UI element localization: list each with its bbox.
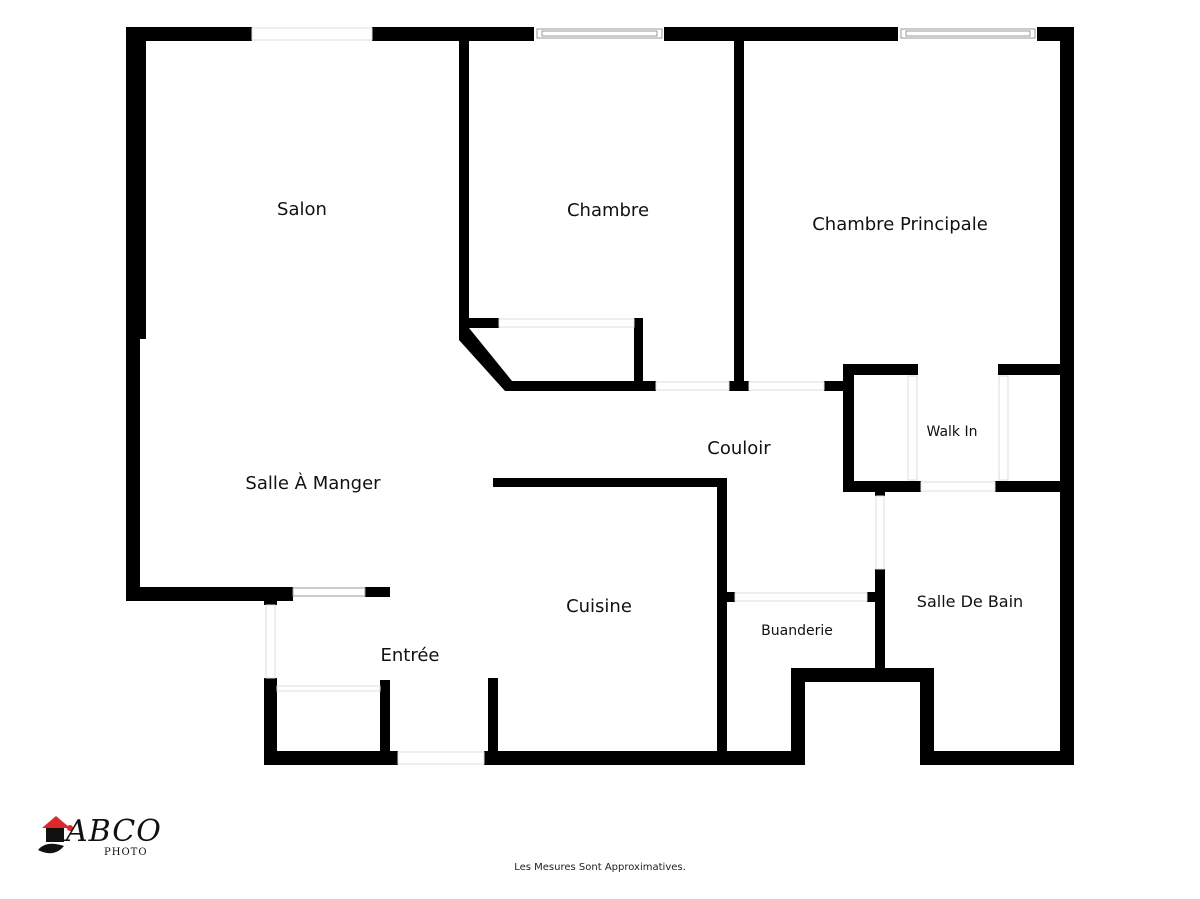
- room-labels: Salon Chambre Chambre Principale Walk In…: [245, 199, 1023, 666]
- walls: [126, 27, 1074, 765]
- windows: [292, 28, 1036, 597]
- label-cuisine: Cuisine: [566, 596, 632, 617]
- logo-name: ABCO: [66, 814, 162, 849]
- label-chambre: Chambre: [567, 200, 649, 221]
- label-couloir: Couloir: [707, 438, 771, 459]
- label-walk-in: Walk In: [927, 424, 978, 440]
- label-buanderie: Buanderie: [761, 623, 833, 639]
- angled-wall: [459, 328, 512, 391]
- logo-sub: PHOTO: [104, 847, 148, 858]
- label-salle-de-bain: Salle De Bain: [917, 592, 1023, 611]
- label-entree: Entrée: [381, 645, 440, 666]
- openings: [251, 27, 1009, 765]
- label-chambre-principale: Chambre Principale: [812, 214, 988, 235]
- abco-logo: ABCO PHOTO: [36, 810, 176, 865]
- measurement-disclaimer: Les Mesures Sont Approximatives.: [514, 862, 686, 873]
- label-salon: Salon: [277, 199, 327, 220]
- house-hat-icon: [38, 816, 73, 854]
- label-salle-a-manger: Salle À Manger: [245, 472, 381, 494]
